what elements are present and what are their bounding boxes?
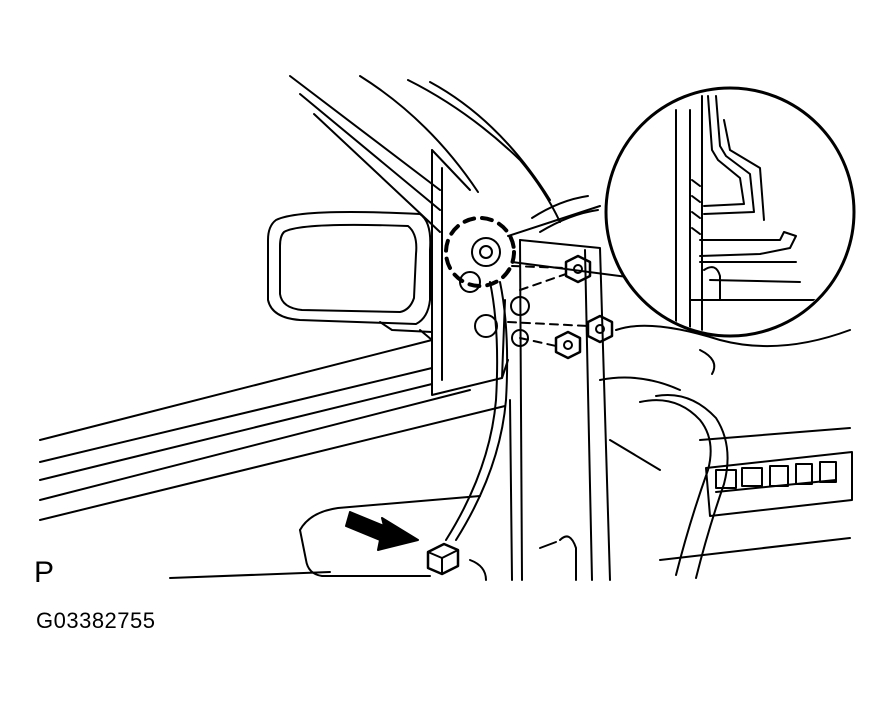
view-letter-label: P	[34, 556, 55, 589]
windshield-edge	[531, 195, 599, 233]
a-pillar-lines	[289, 75, 561, 233]
detail-cross-section	[675, 95, 821, 331]
mirror-nuts	[554, 254, 614, 360]
clip-highlight-circle	[444, 216, 516, 288]
pointer-arrow-icon	[345, 511, 419, 551]
mounting-holes	[459, 237, 530, 347]
outside-mirror	[267, 211, 433, 341]
figure-code-label: G03382755	[36, 608, 156, 633]
pillar-vertical-edge	[509, 239, 611, 581]
mirror-wire-harness	[445, 281, 509, 541]
switch-panel	[705, 451, 853, 517]
detail-callout-circle	[604, 86, 856, 338]
wire-connector	[426, 542, 460, 576]
interior-dash	[599, 324, 851, 579]
door-inner-panel	[169, 495, 487, 581]
door-belt-lines	[39, 339, 506, 521]
